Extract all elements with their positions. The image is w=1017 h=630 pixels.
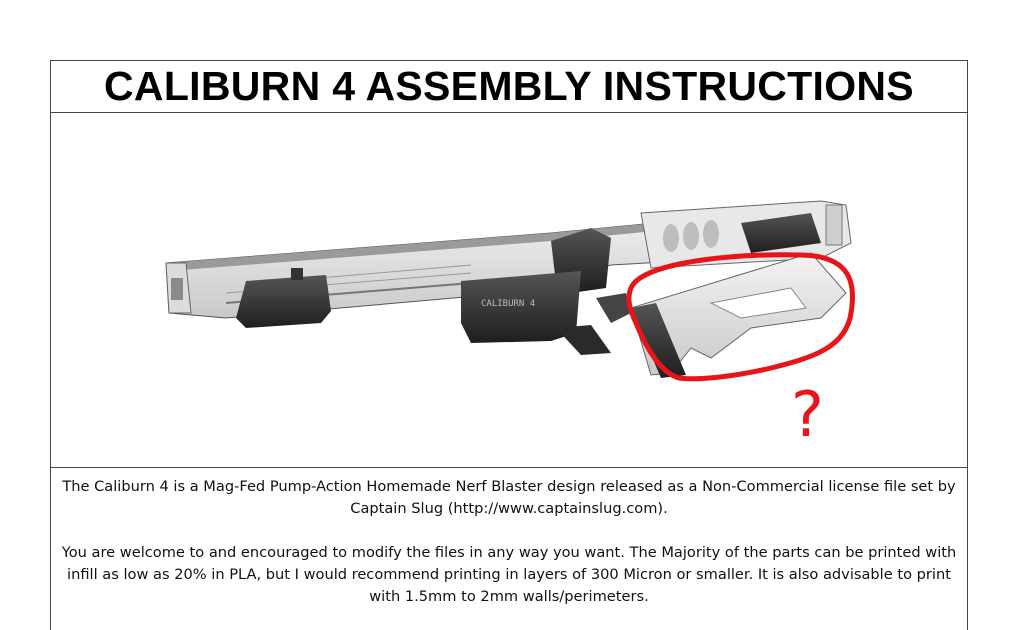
grip-and-stock: [630, 252, 847, 378]
front-rail-mount: [236, 268, 331, 328]
trigger-assembly: [556, 293, 631, 355]
description-cell: The Caliburn 4 is a Mag-Fed Pump-Action …: [51, 468, 967, 608]
intro-paragraph: The Caliburn 4 is a Mag-Fed Pump-Action …: [62, 478, 956, 517]
blaster-image-cell: CALIBURN 4: [51, 113, 967, 468]
printing-paragraph: You are welcome to and encouraged to mod…: [61, 544, 957, 605]
instructions-page: CALIBURN 4 ASSEMBLY INSTRUCTIONS: [50, 60, 968, 630]
rear-section: [640, 200, 852, 269]
blaster-illustration: CALIBURN 4: [165, 200, 856, 451]
title-cell: CALIBURN 4 ASSEMBLY INSTRUCTIONS: [51, 61, 967, 113]
pump-assembly: CALIBURN 4: [461, 228, 611, 343]
red-question-mark: ?: [791, 378, 824, 451]
blaster-label: CALIBURN 4: [481, 299, 535, 309]
page-title: CALIBURN 4 ASSEMBLY INSTRUCTIONS: [104, 63, 914, 109]
red-circle-annotation: [626, 252, 856, 382]
